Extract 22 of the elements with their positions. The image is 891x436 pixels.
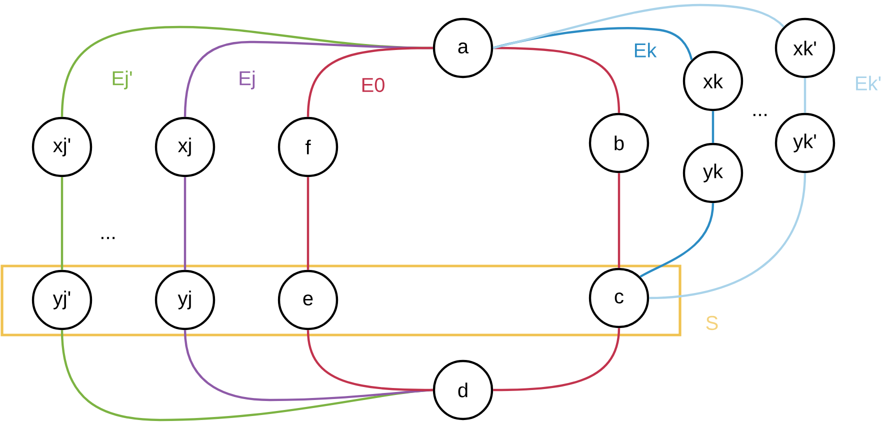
edge-line: [618, 173, 620, 268]
ellipsis: ...: [753, 114, 767, 116]
edge-line: [640, 203, 714, 278]
edge-label: Ek': [853, 74, 883, 92]
edge-line: [493, 328, 620, 392]
edge-line: [649, 173, 806, 300]
edge-line: [804, 78, 806, 113]
edge-label: E0: [360, 76, 386, 94]
edge-line: [306, 330, 433, 392]
edge-line: [492, 4, 784, 50]
edge-line: [60, 177, 64, 270]
edge-label: Ej': [110, 70, 134, 90]
edge-line: [184, 330, 433, 402]
ellipsis: ...: [102, 236, 115, 240]
edge-line: [184, 177, 186, 270]
edge-line: [306, 46, 433, 117]
edge-line: [306, 177, 310, 270]
edge-line: [493, 46, 620, 113]
edge-line: [712, 111, 714, 143]
frame-label: S: [706, 316, 718, 330]
edge-label: Ek: [632, 42, 658, 58]
edge-label: Ej: [237, 70, 257, 90]
